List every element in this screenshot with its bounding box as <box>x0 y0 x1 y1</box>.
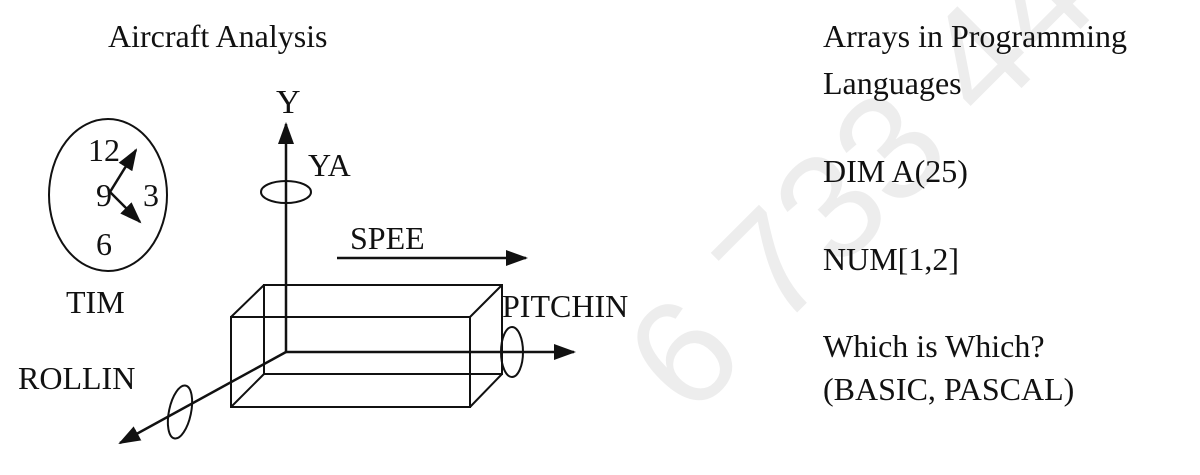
roll-axis <box>118 350 287 445</box>
question-line1: Which is Which? <box>823 328 1045 364</box>
clock-hand-upper <box>108 148 138 193</box>
roll-label: ROLLIN <box>18 360 135 396</box>
roll-rotation-ring <box>166 384 194 440</box>
aircraft-box <box>230 284 503 408</box>
pitch-label: PITCHIN <box>502 288 628 324</box>
arrays-heading-line1: Arrays in Programming <box>823 18 1127 54</box>
clock-group: 12 9 3 6 TIM <box>48 118 168 320</box>
speed-label: SPEE <box>350 220 425 256</box>
question-line2: (BASIC, PASCAL) <box>823 371 1075 407</box>
clock-label: TIM <box>66 284 125 320</box>
basic-array-example: DIM A(25) <box>823 153 968 189</box>
clock-hand-lower <box>109 191 142 224</box>
yaw-rotation-ring <box>260 180 312 204</box>
clock-number-6: 6 <box>96 226 112 262</box>
y-axis-label: Y <box>276 84 301 121</box>
pascal-array-example: NUM[1,2] <box>823 241 959 277</box>
aircraft-analysis-title: Aircraft Analysis <box>108 18 328 54</box>
pitch-rotation-ring <box>500 326 524 378</box>
yaw-label: YA <box>308 147 351 183</box>
clock-number-3: 3 <box>143 177 159 213</box>
clock-number-9: 9 <box>96 177 112 213</box>
clock-face <box>48 118 168 272</box>
clock-number-12: 12 <box>88 132 120 168</box>
arrays-heading-line2: Languages <box>823 65 962 101</box>
